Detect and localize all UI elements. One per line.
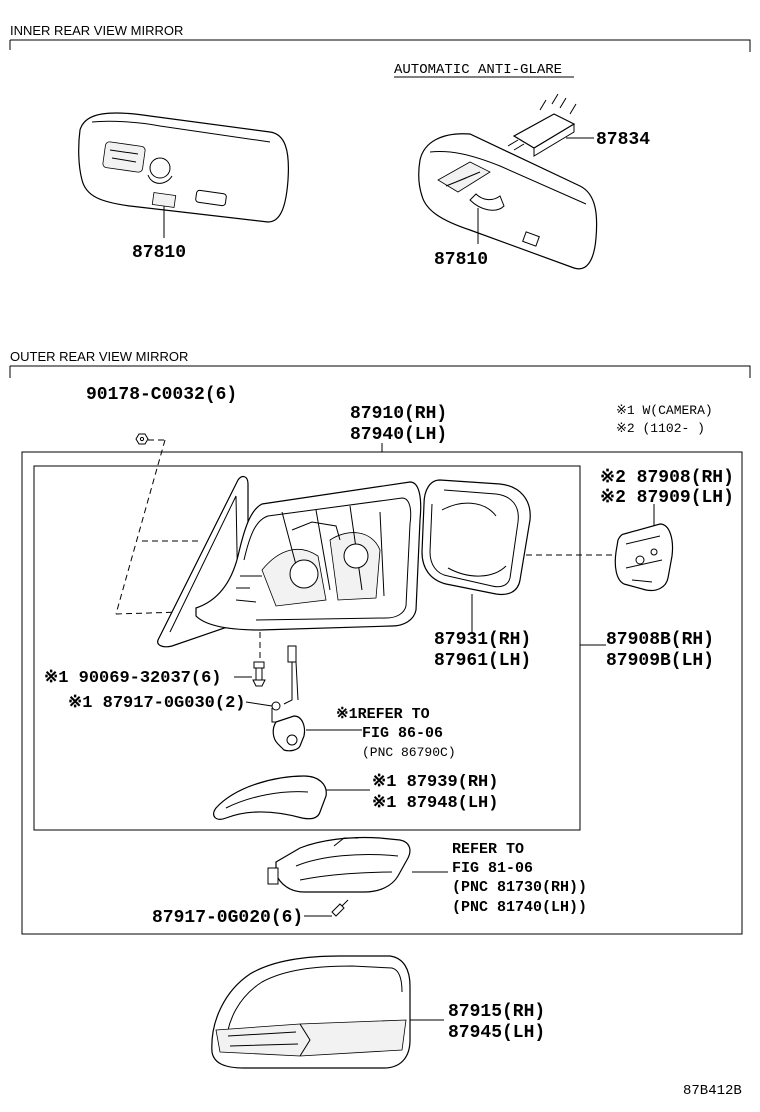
note-camera: ※1 W(CAMERA) xyxy=(616,403,713,418)
side-turn-lamp xyxy=(267,836,411,893)
cover-rh-pn: ※1 87939(RH) xyxy=(372,773,498,792)
camera-ref-line3: (PNC 86790C) xyxy=(362,745,456,760)
sub-assy-lh-pn: 87909B(LH) xyxy=(606,651,714,671)
inner-mirror-right-pn: 87810 xyxy=(434,250,488,270)
outer-assy-frame xyxy=(21,451,743,935)
sub-assy-frame xyxy=(33,465,581,831)
nut-icon xyxy=(135,433,149,445)
glass-lh-pn: 87961(LH) xyxy=(434,651,531,671)
outer-section-title: OUTER REAR VIEW MIRROR xyxy=(10,349,188,364)
cap-rh-pn: 87915(RH) xyxy=(448,1002,545,1022)
inner-section-rule xyxy=(10,39,751,52)
mirror-motor xyxy=(614,504,674,592)
inner-section-title: INNER REAR VIEW MIRROR xyxy=(10,23,183,38)
auto-anti-glare-label: AUTOMATIC ANTI-GLARE xyxy=(394,62,562,78)
nut-pn: 90178-C0032(6) xyxy=(86,385,237,405)
camera-ref-line1: ※1REFER TO xyxy=(336,706,430,723)
screw-87917-0g020-pn: 87917-0G020(6) xyxy=(152,908,303,928)
mirror-cap xyxy=(211,955,411,1069)
outer-section-rule xyxy=(10,365,751,378)
lamp-ref-line3: (PNC 81730(RH)) xyxy=(452,879,587,896)
camera-ref-line2: FIG 86-06 xyxy=(362,725,443,742)
bracket-87917-pn: ※1 87917-0G030(2) xyxy=(68,694,245,713)
screw-90069-pn: ※1 90069-32037(6) xyxy=(44,669,221,688)
inner-mirror-auto xyxy=(418,133,598,270)
lamp-screw-icon xyxy=(331,899,349,917)
note-date: ※2 (1102- ) xyxy=(616,421,705,436)
glass-rh-pn: 87931(RH) xyxy=(434,630,531,650)
cover-lh-pn: ※1 87948(LH) xyxy=(372,794,498,813)
diagram-code: 87B412B xyxy=(683,1083,742,1099)
mirror-glass xyxy=(421,479,531,634)
lamp-ref-line1: REFER TO xyxy=(452,841,524,858)
screw-icon xyxy=(252,661,266,687)
inner-mirror-left-pn: 87810 xyxy=(132,243,186,263)
motor-lh-pn: ※2 87909(LH) xyxy=(600,488,734,508)
sensor-pn: 87834 xyxy=(596,130,650,150)
lamp-ref-line4: (PNC 81740(LH)) xyxy=(452,899,587,916)
sub-assy-rh-pn: 87908B(RH) xyxy=(606,630,714,650)
anti-glare-sensor xyxy=(507,93,594,157)
motor-rh-pn: ※2 87908(RH) xyxy=(600,468,734,488)
inner-mirror-standard xyxy=(78,112,290,238)
assy-rh-pn: 87910(RH) xyxy=(350,404,447,424)
camera-harness xyxy=(271,645,306,752)
mirror-housing xyxy=(195,481,422,631)
cap-lh-pn: 87945(LH) xyxy=(448,1023,545,1043)
cover-trim xyxy=(213,775,327,820)
lamp-ref-line2: FIG 81-06 xyxy=(452,860,533,877)
assy-lh-pn: 87940(LH) xyxy=(350,425,447,445)
